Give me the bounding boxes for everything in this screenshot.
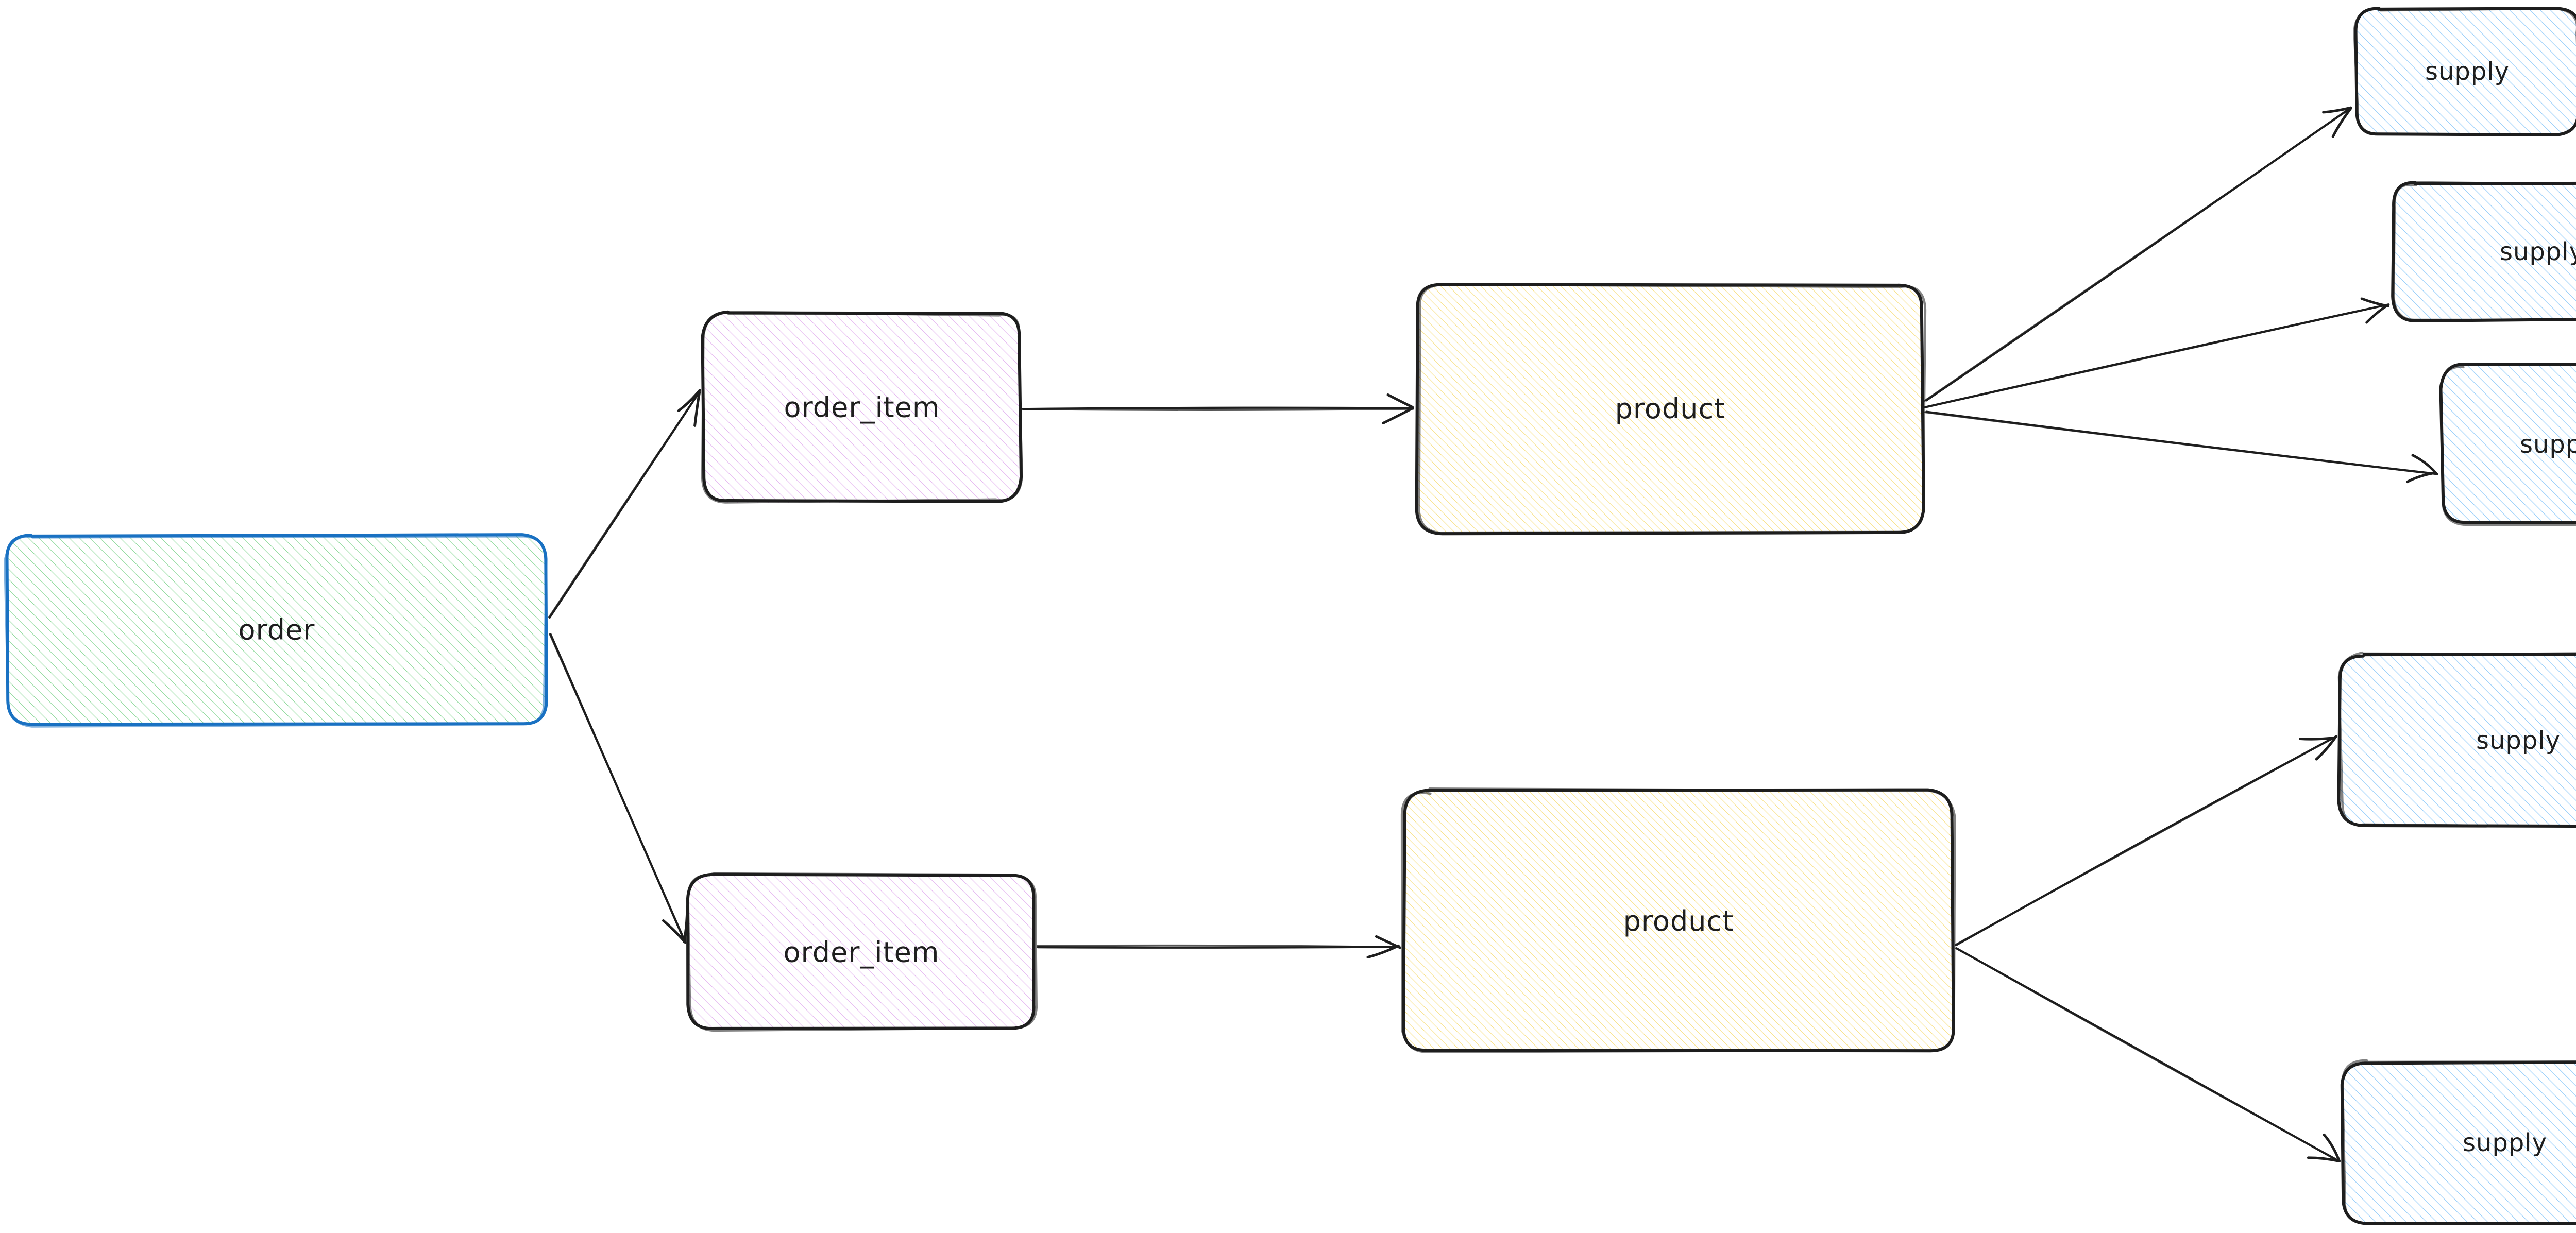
node-supply_1[interactable]: supply	[2353, 7, 2576, 136]
node-order_item_top[interactable]: order_item	[701, 310, 1023, 504]
node-fill	[2343, 1061, 2576, 1223]
node-outline	[1418, 283, 1927, 534]
node-label-order: order	[239, 614, 315, 646]
node-fill	[2339, 655, 2576, 826]
edge-shaft	[1023, 408, 1414, 411]
arrowhead-stroke	[2331, 107, 2352, 138]
edge-order_item_top-to-product_top[interactable]	[1022, 393, 1414, 424]
node-label-supply_3: supply	[2520, 430, 2576, 459]
node-fill	[688, 875, 1036, 1030]
edge-order_item_bottom-to-product_bottom[interactable]	[1037, 935, 1401, 958]
arrowhead-stroke	[2406, 471, 2437, 484]
edge-shaft	[548, 391, 701, 618]
node-fill	[7, 535, 547, 724]
node-outline	[701, 311, 1023, 504]
node-label-order_item_bottom: order_item	[784, 936, 940, 969]
node-outline	[1400, 787, 1956, 1053]
edge-product_top-to-supply_1[interactable]	[1924, 106, 2352, 402]
node-label-supply_1: supply	[2425, 57, 2510, 86]
node-fill	[703, 312, 1021, 503]
arrowhead-stroke	[677, 389, 701, 412]
node-order[interactable]: order	[4, 533, 548, 728]
node-fill	[1417, 284, 1923, 533]
arrowhead-stroke	[1386, 393, 1414, 409]
arrowhead-stroke	[1366, 944, 1400, 958]
node-fill	[2392, 182, 2576, 319]
edge-shaft	[1955, 947, 2340, 1161]
edge-product_bottom-to-supply_4[interactable]	[1955, 734, 2338, 947]
node-label-order_item_top: order_item	[784, 391, 940, 424]
node-product_top[interactable]: product	[1415, 283, 1927, 536]
node-fill	[2356, 7, 2576, 135]
edge-order-to-order_item_bottom[interactable]	[549, 633, 689, 944]
node-label-product_top: product	[1615, 392, 1726, 425]
edge-shaft	[1022, 406, 1414, 410]
arrowhead-stroke	[2307, 1156, 2340, 1162]
node-fill	[2441, 364, 2576, 524]
node-label-product_bottom: product	[1623, 905, 1734, 937]
node-supply_4[interactable]: supply	[2337, 651, 2576, 828]
edge-shaft	[1923, 303, 2388, 408]
node-outline	[2337, 651, 2576, 828]
node-supply_5[interactable]: supply	[2340, 1059, 2576, 1225]
node-fill	[1403, 790, 1954, 1051]
edge-product_top-to-supply_3[interactable]	[1923, 410, 2438, 484]
node-label-supply_5: supply	[2463, 1128, 2547, 1157]
edge-shaft	[1955, 735, 2337, 946]
node-outline	[2439, 363, 2576, 526]
arrowhead-stroke	[662, 919, 686, 943]
edge-shaft	[1924, 108, 2351, 402]
node-supply_3[interactable]: supply	[2439, 363, 2576, 526]
node-order_item_bottom[interactable]: order_item	[686, 872, 1038, 1032]
node-outline	[4, 535, 548, 728]
node-outline	[687, 872, 1038, 1032]
edge-product_top-to-supply_2[interactable]	[1923, 297, 2390, 408]
edges-layer	[548, 106, 2438, 1162]
edge-order-to-order_item_top[interactable]	[548, 389, 701, 619]
node-product_bottom[interactable]: product	[1400, 787, 1956, 1053]
edge-shaft	[1037, 944, 1400, 948]
arrowhead-stroke	[2411, 454, 2438, 475]
node-label-supply_2: supply	[2500, 237, 2576, 266]
node-supply_2[interactable]: supply	[2391, 181, 2576, 322]
nodes-layer: orderorder_itemorder_itemproductproducts…	[4, 7, 2576, 1225]
node-label-supply_4: supply	[2476, 726, 2561, 755]
arrowhead-stroke	[2323, 1133, 2341, 1162]
arrowhead-stroke	[2360, 297, 2389, 307]
arrowhead-stroke	[1382, 406, 1414, 424]
edge-shaft	[549, 633, 687, 944]
node-outline	[2392, 181, 2576, 321]
edge-shaft	[1923, 411, 2437, 475]
arrowhead-stroke	[2322, 106, 2352, 114]
arrowhead-stroke	[693, 391, 701, 427]
node-outline	[2341, 1059, 2576, 1225]
arrowhead-stroke	[1375, 935, 1401, 949]
edge-product_bottom-to-supply_5[interactable]	[1955, 947, 2341, 1162]
arrowhead-stroke	[2299, 736, 2337, 741]
